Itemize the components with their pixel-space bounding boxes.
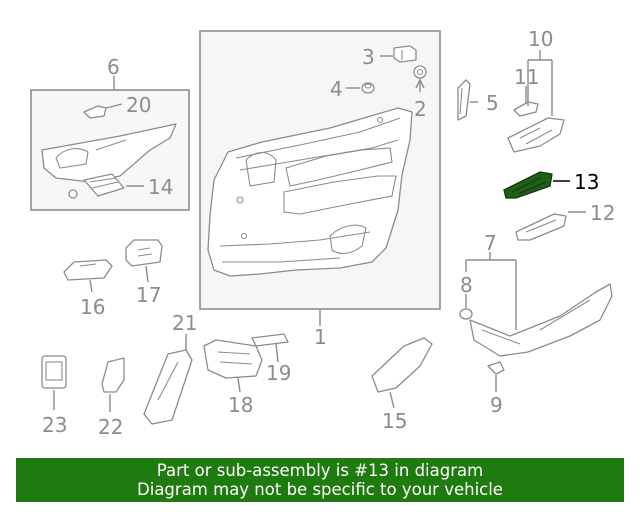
callout-6: 6	[107, 55, 120, 79]
part-20-small-bracket[interactable]	[83, 105, 107, 119]
callout-11: 11	[514, 65, 539, 89]
part-19-panel[interactable]	[251, 333, 289, 347]
banner-line-1: Part or sub-assembly is #13 in diagram	[156, 461, 484, 480]
part-7-sill-garnish[interactable]	[469, 283, 613, 357]
callout-8: 8	[460, 273, 473, 297]
callout-18: 18	[228, 393, 253, 417]
info-banner: Part or sub-assembly is #13 in diagram D…	[16, 458, 624, 502]
part-6-handle-trim[interactable]	[41, 123, 177, 183]
callout-7: 7	[484, 231, 497, 255]
part-16-switch-base[interactable]	[63, 259, 113, 281]
callout-15: 15	[382, 409, 407, 433]
part-9-bracket[interactable]	[487, 361, 505, 375]
part-15-trim-cover[interactable]	[371, 337, 433, 393]
part-17-switch[interactable]	[125, 239, 163, 267]
callout-5: 5	[486, 91, 499, 115]
part-6-clip[interactable]	[68, 189, 78, 199]
callout-23: 23	[42, 413, 67, 437]
callout-numbers: 1 2 3 4 5 6 7 8 9 10 11 12 13 14 15 16 1…	[42, 27, 615, 439]
callout-2: 2	[414, 97, 427, 121]
door-trim-panel[interactable]	[207, 107, 413, 277]
callout-17: 17	[136, 283, 161, 307]
callout-1: 1	[314, 325, 327, 349]
part-21-master-switch[interactable]	[143, 349, 193, 425]
callout-14: 14	[148, 175, 173, 199]
callout-21: 21	[172, 311, 197, 335]
banner-line-2: Diagram may not be specific to your vehi…	[137, 480, 503, 499]
callout-3: 3	[362, 45, 375, 69]
callout-4: 4	[330, 77, 343, 101]
part-22-bezel[interactable]	[101, 357, 125, 393]
callout-13: 13	[574, 170, 599, 194]
callout-20: 20	[126, 93, 151, 117]
leader-lines	[53, 50, 586, 412]
callout-12: 12	[590, 201, 615, 225]
callout-19: 19	[266, 361, 291, 385]
part-3-bracket[interactable]	[393, 45, 417, 63]
callout-22: 22	[98, 415, 123, 439]
part-10-armrest-switch-panel[interactable]	[507, 117, 565, 153]
part-2-clip[interactable]	[413, 65, 427, 92]
callout-9: 9	[490, 393, 503, 417]
part-12-bezel[interactable]	[515, 213, 567, 241]
part-11-switch-cover[interactable]	[513, 101, 539, 117]
callout-10: 10	[528, 27, 553, 51]
part-4-fastener[interactable]	[361, 82, 375, 94]
part-8-clip[interactable]	[459, 308, 473, 320]
part-5-strip[interactable]	[457, 79, 471, 121]
part-14-pad[interactable]	[83, 173, 125, 197]
part-23-switch[interactable]	[41, 355, 67, 389]
callout-16: 16	[80, 295, 105, 319]
part-18-switch-assembly[interactable]	[203, 339, 263, 379]
part-13-window-switch[interactable]	[503, 171, 553, 199]
